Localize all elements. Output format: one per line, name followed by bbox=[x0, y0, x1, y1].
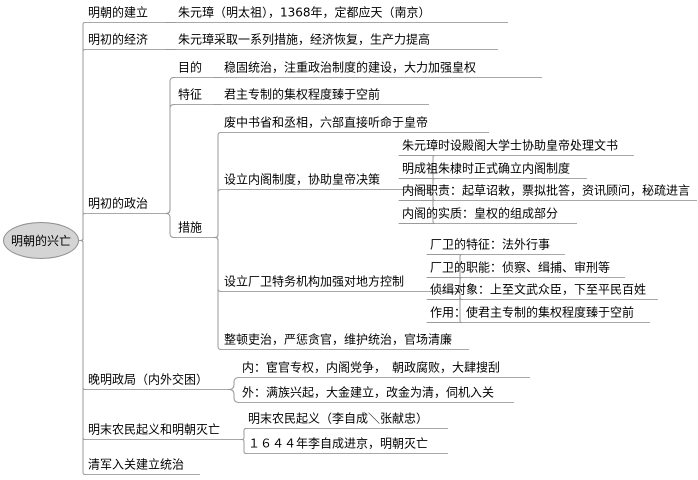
mindmap-node-n3b1[interactable]: 君主专制的集权程度臻于空前 bbox=[224, 88, 380, 103]
mindmap-node-n3c2[interactable]: 设立内阁制度，协助皇帝决策 bbox=[224, 173, 380, 188]
mindmap-node-n2[interactable]: 明初的经济 bbox=[88, 33, 148, 48]
mindmap-node-label: 措施 bbox=[178, 220, 203, 235]
connector-path bbox=[213, 237, 222, 350]
mindmap-node-label: 厂卫的特征：法外行事 bbox=[430, 237, 551, 252]
mindmap-node-label: 内阁的实质：皇权的组成部分 bbox=[402, 206, 559, 221]
mindmap-node-n3c1[interactable]: 废中书省和丞相，六部直接听命于皇帝 bbox=[224, 116, 428, 131]
mindmap-node-n3c3b[interactable]: 厂卫的职能：侦察、缉捕、审刑等 bbox=[430, 261, 610, 276]
mindmap-node-label: 厂卫的职能：侦察、缉捕、审刑等 bbox=[430, 260, 611, 275]
connector-path bbox=[227, 377, 240, 390]
connector-path bbox=[165, 77, 176, 214]
connector-path bbox=[239, 428, 247, 440]
root-node[interactable]: 明朝的兴亡 bbox=[3, 222, 79, 259]
connector-path bbox=[78, 22, 86, 241]
mindmap-node-label: 明初的经济 bbox=[88, 32, 149, 47]
mindmap-node-n5[interactable]: 明末农民起义和明朝灭亡 bbox=[88, 423, 220, 438]
mindmap-node-label: 废中书省和丞相，六部直接听命于皇帝 bbox=[224, 115, 429, 130]
mindmap-node-n3[interactable]: 明初的政治 bbox=[88, 197, 148, 212]
mindmap-node-n3c[interactable]: 措施 bbox=[178, 221, 202, 236]
mindmap-node-label: 朱元璋采取一系列措施，经济恢复，生产力提高 bbox=[178, 32, 431, 47]
mindmap-node-n6[interactable]: 清军入关建立统治 bbox=[88, 458, 184, 473]
mindmap-node-label: 作用：使君主专制的集权程度臻于空前 bbox=[430, 305, 635, 320]
connector-path bbox=[213, 237, 222, 292]
mindmap-node-label: 明末农民起义（李自成＼张献忠） bbox=[248, 411, 429, 426]
mindmap-node-label: 稳固统治，注重政治制度的建设，大力加强皇权 bbox=[224, 60, 477, 75]
mindmap-node-label: 外：满族兴起，大金建立，改金为清，伺机入关 bbox=[242, 385, 495, 400]
mindmap-node-label: 明末农民起义和明朝灭亡 bbox=[88, 422, 221, 437]
mindmap-node-label: 明初的政治 bbox=[88, 196, 149, 211]
mindmap-node-n3c3[interactable]: 设立厂卫特务机构加强对地方控制 bbox=[224, 275, 404, 290]
mindmap-node-n3a[interactable]: 目的 bbox=[178, 61, 202, 76]
mindmap-node-n4[interactable]: 晚明政局（内外交困） bbox=[88, 373, 208, 388]
connector-path bbox=[239, 439, 247, 454]
mindmap-node-label: 侦缉对象：上至文武众臣，下至平民百姓 bbox=[430, 282, 647, 297]
connector-path bbox=[78, 213, 86, 241]
mindmap-node-label: 目的 bbox=[178, 60, 203, 75]
mindmap-node-n3a1[interactable]: 稳固统治，注重政治制度的建设，大力加强皇权 bbox=[224, 61, 476, 76]
mindmap-node-n3c3a[interactable]: 厂卫的特征：法外行事 bbox=[430, 238, 550, 253]
mindmap-node-label: 内阁职责：起草诏敕，票拟批答，资讯顾问，秘疏进言 bbox=[402, 183, 691, 198]
connector-path bbox=[227, 389, 240, 403]
mindmap-node-n1[interactable]: 明朝的建立 bbox=[88, 6, 148, 21]
mindmap-node-label: 朱元璋时设殿阁大学士协助皇帝处理文书 bbox=[402, 138, 619, 153]
mindmap-node-label: 内：宦官专权，内阁党争， 朝政腐败，大肆搜刮 bbox=[242, 360, 501, 375]
mindmap-node-n5b[interactable]: １６４４年李自成进京，明朝灭亡 bbox=[248, 437, 428, 452]
mindmap-node-label: 君主专制的集权程度臻于空前 bbox=[224, 87, 381, 102]
connector-path bbox=[213, 132, 222, 238]
connector-path bbox=[78, 240, 86, 440]
mindmap-node-label: 特征 bbox=[178, 87, 203, 102]
root-node-label: 明朝的兴亡 bbox=[10, 234, 71, 248]
mindmap-node-label: 整顿吏治，严惩贪官，维护统治，官场清廉 bbox=[224, 332, 453, 347]
mindmap-node-label: 清军入关建立统治 bbox=[88, 457, 185, 472]
mindmap-node-n3c2c[interactable]: 内阁职责：起草诏敕，票拟批答，资讯顾问，秘疏进言 bbox=[402, 184, 690, 199]
mindmap-node-n4b[interactable]: 外：满族兴起，大金建立，改金为清，伺机入关 bbox=[242, 386, 494, 401]
mindmap-node-n3c2b[interactable]: 明成祖朱棣时正式确立内阁制度 bbox=[402, 162, 570, 177]
connector-path bbox=[78, 240, 86, 475]
mindmap-node-label: 明成祖朱棣时正式确立内阁制度 bbox=[402, 161, 571, 176]
mindmap-node-label: 朱元璋（明太祖），1368年，定都应天（南京） bbox=[178, 5, 431, 20]
connector-path bbox=[165, 213, 176, 238]
mindmap-node-n3c3d[interactable]: 作用：使君主专制的集权程度臻于空前 bbox=[430, 306, 634, 321]
mindmap-node-label: 晚明政局（内外交困） bbox=[88, 372, 209, 387]
connector-path bbox=[78, 49, 86, 241]
connector-path bbox=[213, 189, 222, 238]
connector-path bbox=[78, 240, 86, 390]
mindmap-node-n3b[interactable]: 特征 bbox=[178, 88, 202, 103]
mindmap-node-n3c2a[interactable]: 朱元璋时设殿阁大学士协助皇帝处理文书 bbox=[402, 139, 618, 154]
mindmap-node-label: １６４４年李自成进京，明朝灭亡 bbox=[248, 436, 429, 451]
mindmap-node-label: 设立内阁制度，协助皇帝决策 bbox=[224, 172, 381, 187]
mindmap-node-n3c3c[interactable]: 侦缉对象：上至文武众臣，下至平民百姓 bbox=[430, 283, 646, 298]
mindmap-node-n3c2d[interactable]: 内阁的实质：皇权的组成部分 bbox=[402, 207, 558, 222]
mindmap-node-n5a[interactable]: 明末农民起义（李自成＼张献忠） bbox=[248, 412, 428, 427]
mindmap-node-label: 明朝的建立 bbox=[88, 5, 149, 20]
mindmap-node-n1a[interactable]: 朱元璋（明太祖），1368年，定都应天（南京） bbox=[178, 6, 431, 21]
mindmap-node-label: 设立厂卫特务机构加强对地方控制 bbox=[224, 274, 405, 289]
mindmap-node-n2a[interactable]: 朱元璋采取一系列措施，经济恢复，生产力提高 bbox=[178, 33, 430, 48]
mindmap-node-n3c4[interactable]: 整顿吏治，严惩贪官，维护统治，官场清廉 bbox=[224, 333, 452, 348]
mindmap-node-n4a[interactable]: 内：宦官专权，内阁党争， 朝政腐败，大肆搜刮 bbox=[242, 361, 500, 376]
connector-path bbox=[165, 104, 176, 214]
